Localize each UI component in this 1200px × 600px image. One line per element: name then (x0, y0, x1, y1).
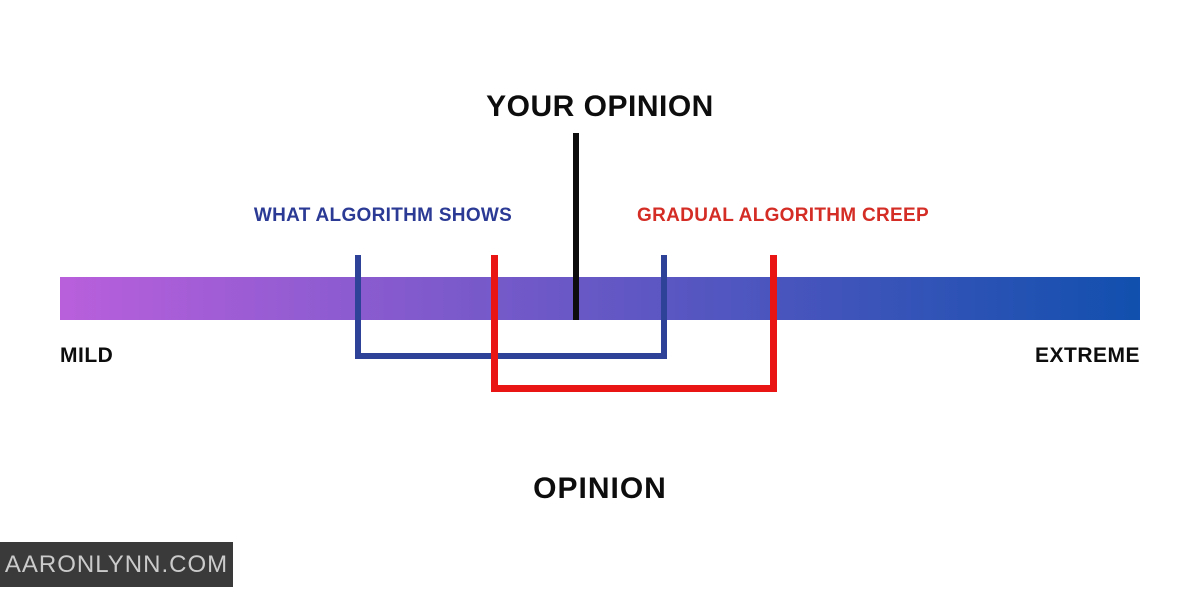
watermark-text: AARONLYNN.COM (4, 550, 229, 578)
what-algorithm-shows-bracket (355, 255, 667, 359)
watermark-badge: AARONLYNN.COM (0, 542, 233, 587)
extreme-label: EXTREME (1034, 344, 1140, 367)
your-opinion-title: YOUR OPINION (486, 90, 714, 123)
opinion-spectrum-gradient-bar (60, 277, 1140, 320)
opinion-axis-title: OPINION (533, 472, 667, 505)
what-algorithm-shows-label: WHAT ALGORITHM SHOWS (253, 205, 513, 226)
gradual-algorithm-creep-label: GRADUAL ALGORITHM CREEP (637, 205, 929, 226)
your-opinion-pointer-line (573, 133, 579, 320)
gradual-algorithm-creep-bracket (491, 255, 777, 392)
mild-label: MILD (60, 344, 114, 367)
